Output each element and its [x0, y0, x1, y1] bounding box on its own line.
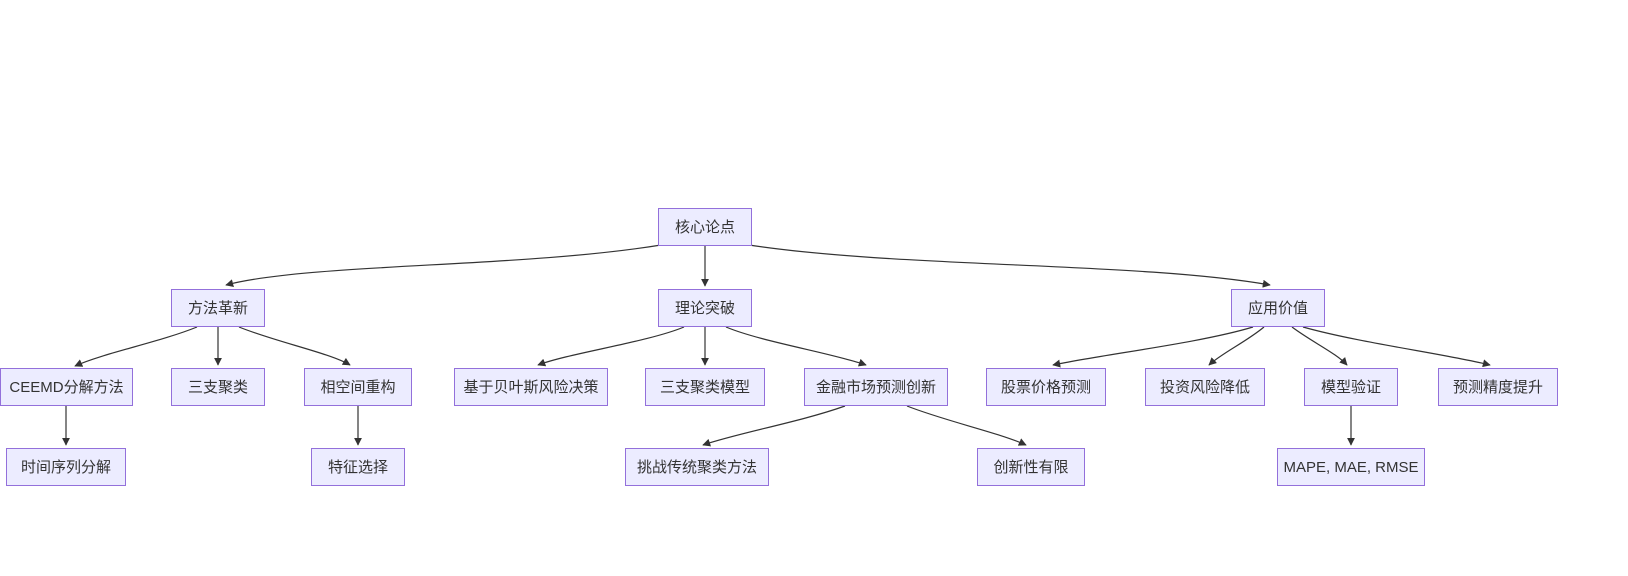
- edge-finance-to-challenge: [702, 405, 846, 447]
- node-challenge-traditional-clustering-label: 挑战传统聚类方法: [636, 458, 757, 476]
- node-evaluation-metrics-label: MAPE, MAE, RMSE: [1283, 458, 1419, 476]
- edge-root-to-method: [225, 244, 662, 288]
- node-ceemd-decomposition: CEEMD分解方法: [0, 368, 133, 406]
- node-theory-breakthrough-label: 理论突破: [674, 299, 735, 317]
- edge-finance-to-limited: [906, 405, 1027, 446]
- node-three-way-clustering-model-label: 三支聚类模型: [659, 378, 750, 396]
- node-limited-novelty-label: 创新性有限: [993, 458, 1069, 476]
- edge-theory-to-bayes: [537, 326, 685, 367]
- node-theory-breakthrough: 理论突破: [658, 289, 752, 327]
- node-model-validation: 模型验证: [1304, 368, 1398, 406]
- node-investment-risk-reduction: 投资风险降低: [1145, 368, 1265, 406]
- node-investment-risk-reduction-label: 投资风险降低: [1159, 378, 1250, 396]
- node-three-way-clustering-label: 三支聚类: [187, 378, 248, 396]
- node-application-value: 应用价值: [1231, 289, 1325, 327]
- edge-method-to-phase-space: [238, 326, 351, 366]
- node-feature-selection-label: 特征选择: [327, 458, 388, 476]
- node-evaluation-metrics: MAPE, MAE, RMSE: [1277, 448, 1425, 486]
- node-challenge-traditional-clustering: 挑战传统聚类方法: [625, 448, 769, 486]
- node-method-innovation: 方法革新: [171, 289, 265, 327]
- node-time-series-decomposition-label: 时间序列分解: [20, 458, 111, 476]
- node-three-way-clustering: 三支聚类: [171, 368, 265, 406]
- node-stock-price-prediction-label: 股票价格预测: [1000, 378, 1091, 396]
- node-time-series-decomposition: 时间序列分解: [6, 448, 126, 486]
- node-method-innovation-label: 方法革新: [187, 299, 248, 317]
- node-phase-space-reconstruction: 相空间重构: [304, 368, 412, 406]
- node-ceemd-decomposition-label: CEEMD分解方法: [9, 378, 124, 396]
- node-phase-space-reconstruction-label: 相空间重构: [320, 378, 396, 396]
- node-limited-novelty: 创新性有限: [977, 448, 1085, 486]
- edge-application-to-risk: [1208, 326, 1265, 366]
- node-bayesian-risk-decision: 基于贝叶斯风险决策: [454, 368, 608, 406]
- node-application-value-label: 应用价值: [1247, 299, 1308, 317]
- node-core-thesis: 核心论点: [658, 208, 752, 246]
- node-core-thesis-label: 核心论点: [674, 218, 735, 236]
- edge-theory-to-finance: [725, 326, 867, 367]
- node-forecast-accuracy-improvement: 预测精度提升: [1438, 368, 1558, 406]
- edge-application-to-validation: [1291, 326, 1348, 366]
- node-financial-market-forecast-innovation-label: 金融市场预测创新: [815, 378, 936, 396]
- edge-method-to-ceemd: [74, 326, 198, 367]
- node-forecast-accuracy-improvement-label: 预测精度提升: [1452, 378, 1543, 396]
- edge-application-to-stock: [1052, 326, 1254, 368]
- node-stock-price-prediction: 股票价格预测: [986, 368, 1106, 406]
- node-bayesian-risk-decision-label: 基于贝叶斯风险决策: [463, 378, 599, 396]
- node-model-validation-label: 模型验证: [1320, 378, 1381, 396]
- node-feature-selection: 特征选择: [311, 448, 405, 486]
- node-financial-market-forecast-innovation: 金融市场预测创新: [804, 368, 948, 406]
- edge-root-to-application: [748, 244, 1271, 288]
- node-three-way-clustering-model: 三支聚类模型: [645, 368, 765, 406]
- edge-application-to-precision: [1302, 326, 1491, 368]
